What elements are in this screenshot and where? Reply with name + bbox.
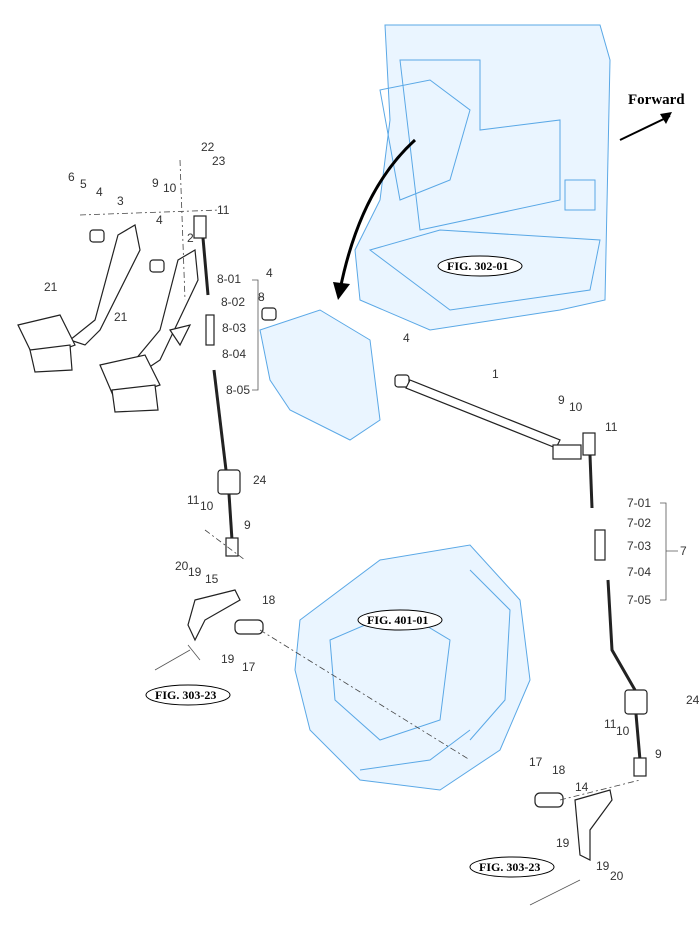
callout-3: 3 [117,194,124,208]
cable-left [154,644,201,671]
callout-9: 9 [244,518,251,532]
upper-housing [354,24,611,331]
callout-10: 10 [569,400,583,414]
svg-text:FIG. 401-01: FIG. 401-01 [367,613,428,627]
lever-14 [574,789,613,861]
callout-9: 9 [558,393,565,407]
bracket-8 [252,279,264,391]
centerlines [79,159,641,801]
callout-8: 8 [258,290,265,304]
callout-4: 4 [403,331,410,345]
callout-8-02: 8-02 [221,295,245,309]
callout-7-02: 7-02 [627,516,651,530]
shaft-arm [552,444,582,460]
fig-ref-401-01[interactable]: FIG. 401-01 [357,609,443,631]
callout-14: 14 [575,780,589,794]
lever-15 [187,589,241,642]
callout-7: 7 [680,544,687,558]
callout-8-05: 8-05 [226,383,250,397]
callouts: 22 23 6 5 4 3 9 10 4 2 11 8-01 8-02 8-03… [44,140,699,883]
callout-20: 20 [175,559,189,573]
forward-arrow-head-icon [660,112,672,124]
callout-7-01: 7-01 [627,496,651,510]
forward-label: Forward [628,92,685,108]
callout-11: 11 [217,203,230,217]
assembly-arrow [338,138,417,291]
pin-17 [534,792,564,808]
callout-9: 9 [152,176,159,190]
pedal-bracket [259,309,381,441]
callout-10: 10 [163,181,177,195]
callout-11: 11 [605,420,618,434]
transmission-case [294,544,531,791]
fig-ref-303-23-left[interactable]: FIG. 303-23 [145,684,231,706]
bracket-7 [660,502,678,601]
callout-21: 21 [44,280,58,294]
svg-text:FIG. 302-01: FIG. 302-01 [447,259,508,273]
callout-24: 24 [253,473,267,487]
callout-2: 2 [187,231,194,245]
callout-7-05: 7-05 [627,593,651,607]
callout-9: 9 [655,747,662,761]
callout-7-03: 7-03 [627,539,651,553]
callout-11: 11 [604,717,617,731]
cable-right [529,879,581,906]
callout-8-04: 8-04 [222,347,246,361]
callout-6: 6 [68,170,75,184]
forward-arrow [619,115,671,141]
callout-21: 21 [114,310,128,324]
callout-23: 23 [212,154,226,168]
callout-8-01: 8-01 [217,272,241,286]
callout-5: 5 [80,177,87,191]
callout-19: 19 [556,836,570,850]
callout-22: 22 [201,140,215,154]
svg-text:FIG. 303-23: FIG. 303-23 [155,688,216,702]
callout-19: 19 [221,652,235,666]
callout-18: 18 [552,763,566,777]
callout-18: 18 [262,593,276,607]
svg-text:FIG. 303-23: FIG. 303-23 [479,860,540,874]
callout-20: 20 [610,869,624,883]
callout-19: 19 [596,859,610,873]
arrow-head-icon [333,282,350,300]
fig-ref-302-01[interactable]: FIG. 302-01 [437,255,523,277]
callout-17: 17 [242,660,256,674]
bushing [149,259,165,273]
rod-assembly-8 [193,215,241,557]
callout-10: 10 [616,724,630,738]
callout-7-04: 7-04 [627,565,651,579]
pedal-right [99,249,199,413]
callout-15: 15 [205,572,219,586]
callout-4: 4 [156,213,163,227]
callout-8-03: 8-03 [222,321,246,335]
callout-4: 4 [266,266,273,280]
callout-24: 24 [686,693,699,707]
callout-19: 19 [188,565,202,579]
bushing [261,307,277,321]
callout-17: 17 [529,755,543,769]
cross-shaft [405,379,561,449]
callout-11: 11 [187,493,200,507]
callout-10: 10 [200,499,214,513]
pedal-left [17,224,141,373]
bushing [89,229,105,243]
callout-1: 1 [492,367,499,381]
fig-ref-303-23-right[interactable]: FIG. 303-23 [469,856,555,878]
pin-17 [234,619,264,635]
rod-assembly-7 [582,432,648,777]
callout-4: 4 [96,185,103,199]
